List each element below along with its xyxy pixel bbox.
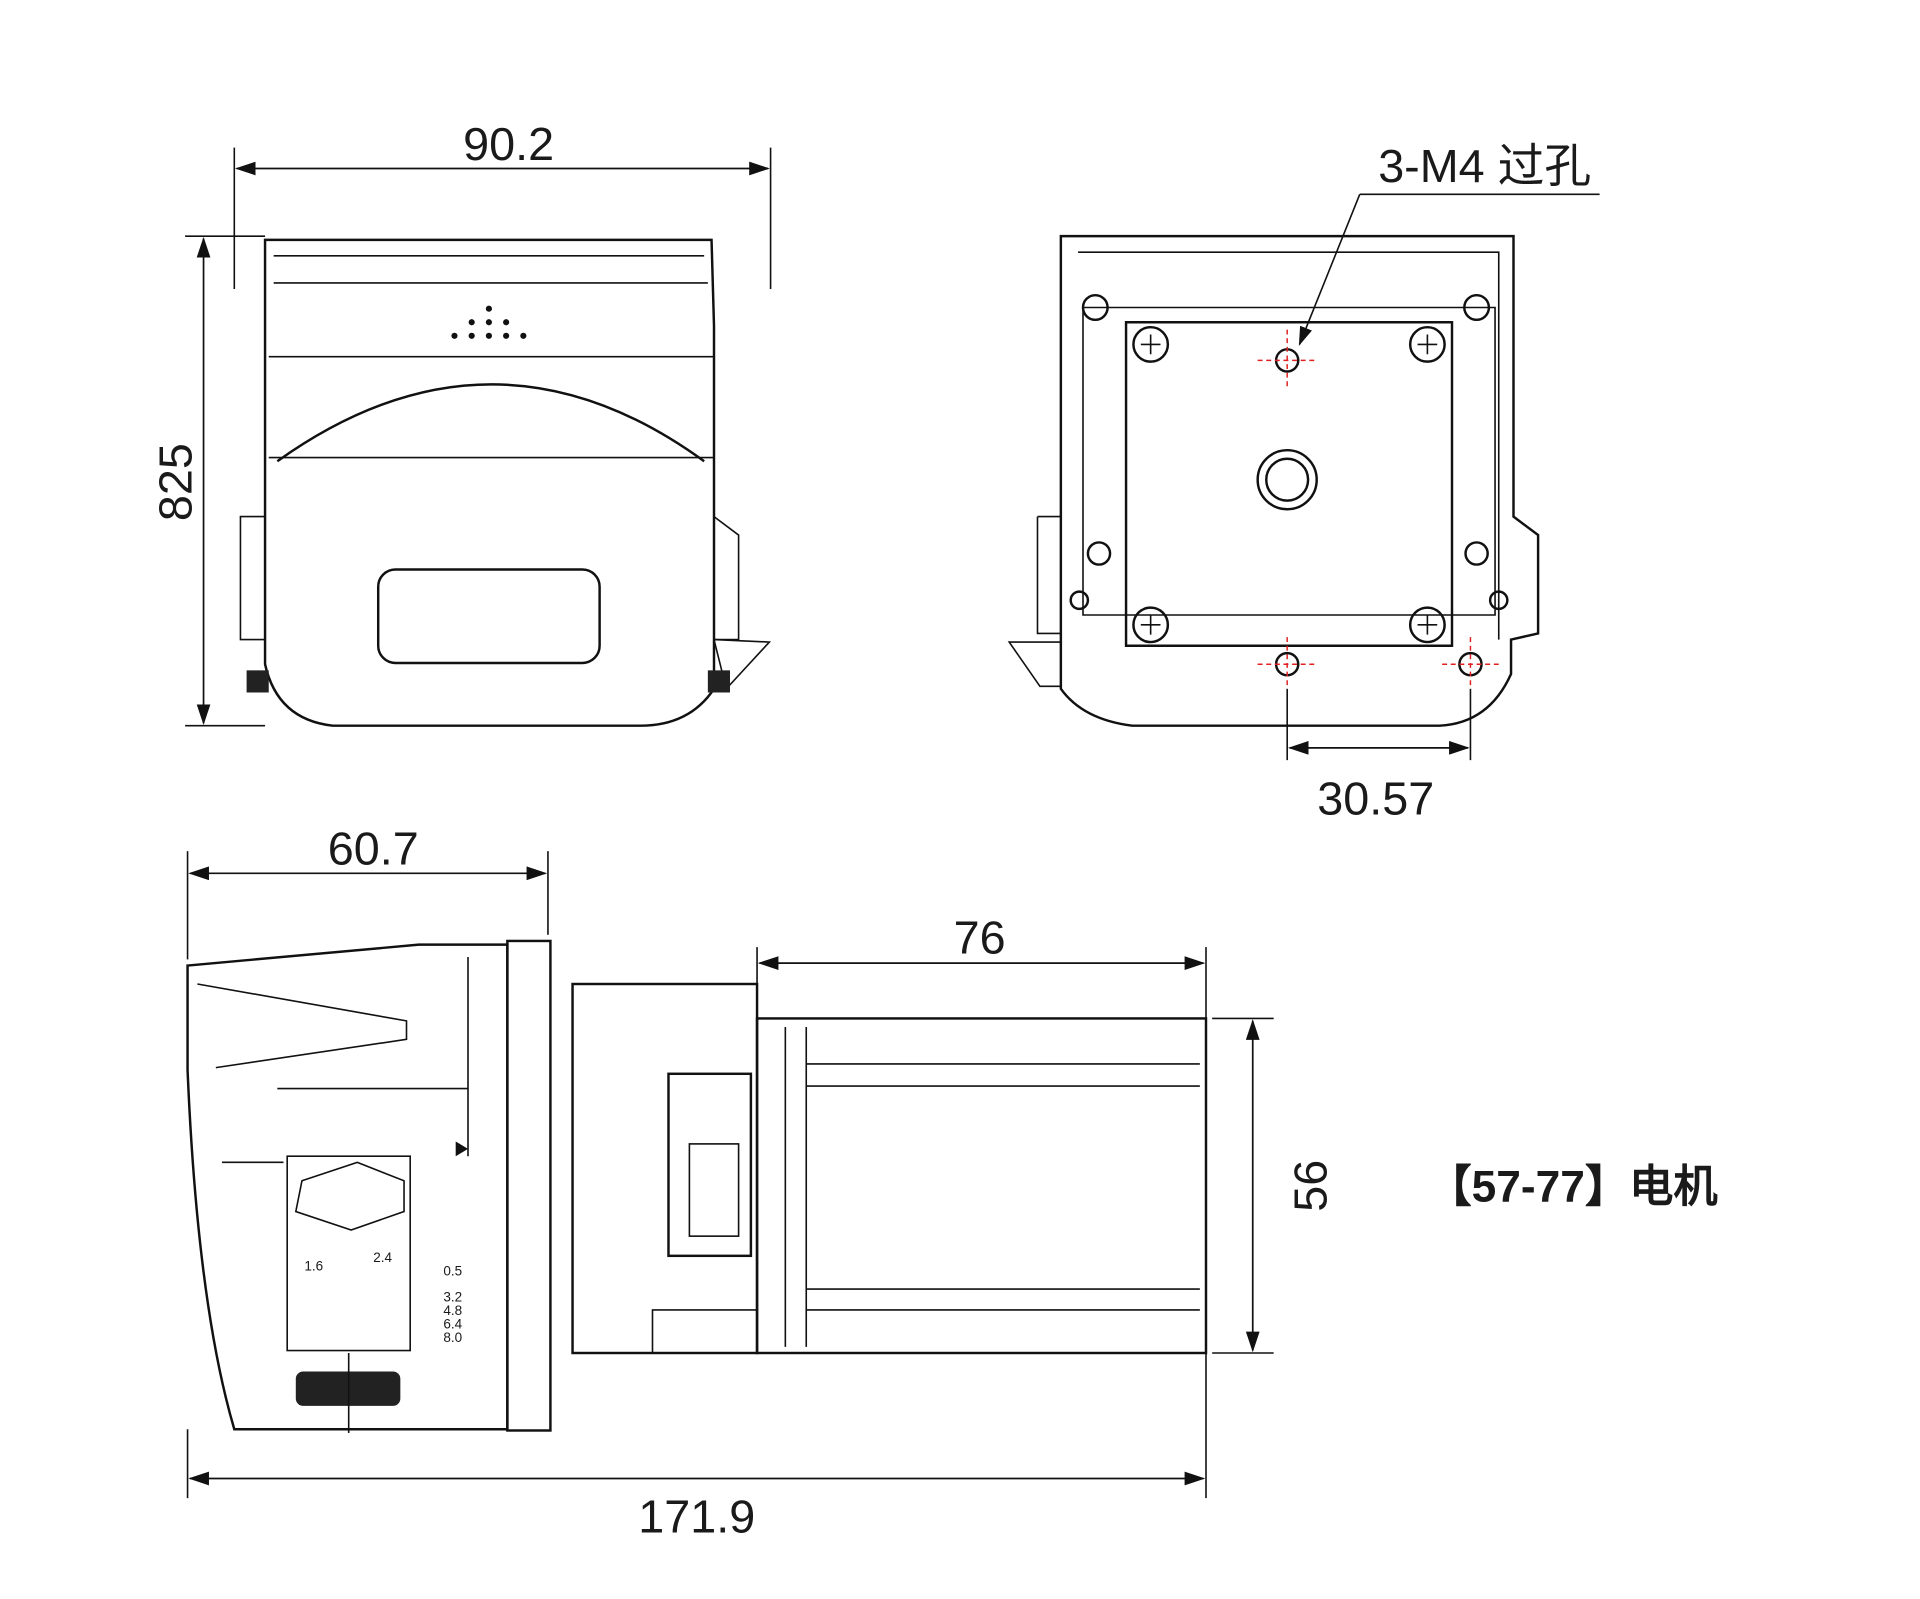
svg-text:4.8: 4.8 <box>443 1303 462 1318</box>
dim-motor-height: 56 <box>1285 1160 1337 1212</box>
front-view: 90.2 825 <box>149 118 772 727</box>
svg-text:6.4: 6.4 <box>443 1316 462 1331</box>
svg-text:0.5: 0.5 <box>443 1264 462 1279</box>
hole-callout: 3-M4 过孔 <box>1378 140 1591 192</box>
dim-total-length: 171.9 <box>638 1491 755 1543</box>
svg-text:3.2: 3.2 <box>443 1289 462 1304</box>
phillips-screws <box>1132 325 1446 644</box>
motor-label: 【57-77】电机 <box>1427 1163 1718 1212</box>
scale-label-left: 1.6 <box>304 1259 323 1274</box>
back-view: 30.57 3-M4 过孔 <box>1007 140 1600 824</box>
svg-text:8.0: 8.0 <box>443 1330 462 1345</box>
dim-front-width: 90.2 <box>463 118 554 170</box>
scale-label-right: 2.4 <box>373 1250 392 1265</box>
tube-size-list: 0.5 3.2 4.8 6.4 8.0 <box>443 1264 462 1345</box>
dim-front-height: 825 <box>149 443 201 521</box>
side-view: 60.7 1.6 2.4 0.5 3.2 4.8 6.4 8.0 76 56 1… <box>186 823 1718 1543</box>
dim-motor-length: 76 <box>954 911 1006 963</box>
dim-head-depth: 60.7 <box>328 823 419 875</box>
vent-dots <box>451 305 527 339</box>
screw-holes <box>1069 293 1509 611</box>
dim-hole-spacing: 30.57 <box>1317 772 1434 824</box>
